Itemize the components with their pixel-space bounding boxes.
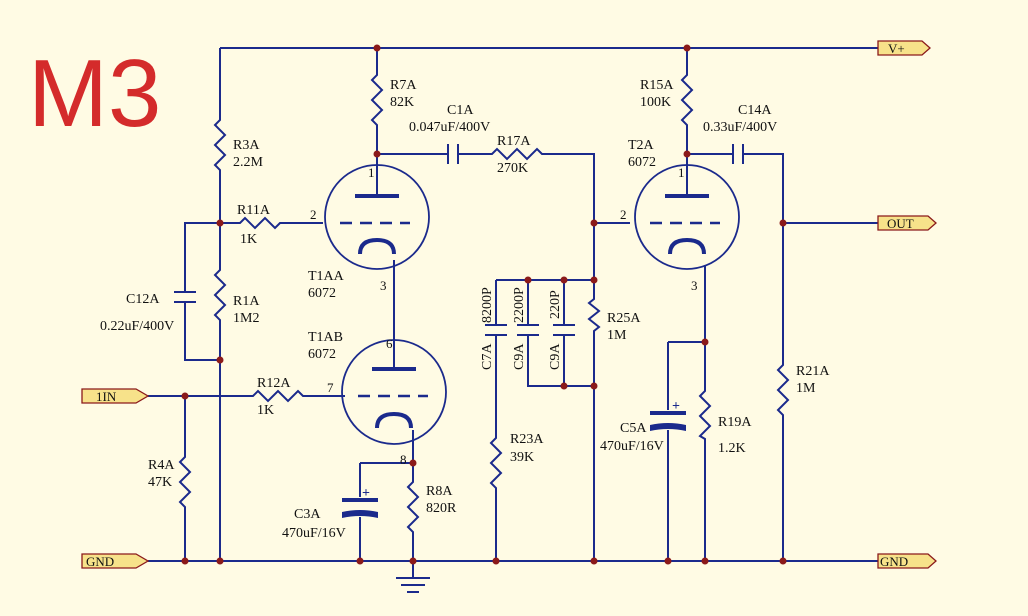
tube-t1aa: 1 2 3 T1AA 6072 — [308, 164, 430, 301]
svg-text:100K: 100K — [640, 95, 671, 110]
svg-text:6072: 6072 — [308, 286, 336, 301]
svg-text:8200P: 8200P — [480, 287, 495, 323]
resistor-r17a: R17A 270K — [486, 134, 550, 176]
resistor-r1a: R1A 1M2 — [213, 266, 260, 326]
svg-text:R8A: R8A — [426, 484, 453, 499]
svg-text:C14A: C14A — [738, 103, 772, 118]
capacitor-c9a-2200p: C9A 2200P — [512, 287, 539, 370]
svg-text:R23A: R23A — [510, 432, 544, 447]
svg-text:1K: 1K — [240, 232, 257, 247]
svg-text:270K: 270K — [497, 161, 528, 176]
svg-text:R11A: R11A — [237, 203, 271, 218]
resistor-r3a: R3A 2.2M — [213, 116, 264, 174]
svg-text:R12A: R12A — [257, 376, 291, 391]
svg-text:0.33uF/400V: 0.33uF/400V — [703, 120, 777, 135]
svg-text:R7A: R7A — [390, 78, 417, 93]
capacitor-c7a: C7A 8200P — [480, 287, 507, 370]
svg-text:C9A: C9A — [512, 343, 527, 370]
svg-text:R4A: R4A — [148, 458, 175, 473]
svg-text:39K: 39K — [510, 450, 534, 465]
svg-text:1K: 1K — [257, 403, 274, 418]
wiring — [148, 47, 878, 593]
capacitor-c14a: C14A 0.33uF/400V — [703, 103, 777, 164]
svg-text:T1AA: T1AA — [308, 269, 345, 284]
port-vplus: V+ — [877, 40, 931, 56]
svg-text:T2A: T2A — [628, 138, 655, 153]
resistor-r7a: R7A 82K — [370, 70, 417, 130]
diagram-title: M3 — [28, 40, 161, 147]
capacitor-c1a: C1A 0.047uF/400V — [409, 103, 490, 164]
svg-text:0.22uF/400V: 0.22uF/400V — [100, 319, 174, 334]
svg-text:2: 2 — [620, 207, 627, 222]
svg-text:6: 6 — [386, 336, 393, 351]
capacitor-c12a: C12A 0.22uF/400V — [100, 291, 196, 334]
svg-text:C7A: C7A — [480, 343, 495, 370]
svg-text:R19A: R19A — [718, 415, 752, 430]
svg-text:R15A: R15A — [640, 78, 674, 93]
svg-text:47K: 47K — [148, 475, 172, 490]
svg-text:1IN: 1IN — [96, 389, 117, 404]
port-in: 1IN — [81, 388, 150, 404]
svg-text:6072: 6072 — [628, 155, 656, 170]
svg-text:T1AB: T1AB — [308, 330, 343, 345]
svg-text:R3A: R3A — [233, 138, 260, 153]
svg-text:8: 8 — [400, 452, 407, 467]
svg-text:C3A: C3A — [294, 507, 321, 522]
resistor-r12a: R12A 1K — [248, 376, 308, 418]
svg-text:0.047uF/400V: 0.047uF/400V — [409, 120, 490, 135]
port-gnd-right: GND — [877, 553, 937, 569]
svg-text:2: 2 — [310, 207, 317, 222]
svg-text:1.2K: 1.2K — [718, 441, 746, 456]
port-out: OUT — [877, 215, 937, 231]
resistor-r21a: R21A 1M — [776, 360, 830, 420]
svg-text:470uF/16V: 470uF/16V — [282, 526, 346, 541]
svg-text:C1A: C1A — [447, 103, 474, 118]
svg-text:R1A: R1A — [233, 294, 260, 309]
svg-text:C12A: C12A — [126, 292, 160, 307]
svg-text:820R: 820R — [426, 501, 457, 516]
svg-text:V+: V+ — [888, 41, 905, 56]
svg-text:R21A: R21A — [796, 364, 830, 379]
svg-text:+: + — [362, 486, 370, 501]
svg-text:82K: 82K — [390, 95, 414, 110]
resistor-r15a: R15A 100K — [640, 70, 694, 130]
svg-text:3: 3 — [380, 278, 387, 293]
svg-text:C9A: C9A — [548, 343, 563, 370]
resistor-r4a: R4A 47K — [148, 452, 192, 512]
svg-text:2200P: 2200P — [512, 287, 527, 323]
junctions — [181, 44, 787, 565]
svg-text:3: 3 — [691, 278, 698, 293]
resistor-r25a: R25A 1M — [587, 295, 641, 343]
svg-text:1M: 1M — [607, 328, 627, 343]
svg-text:GND: GND — [86, 554, 114, 569]
port-gnd-left: GND — [81, 553, 150, 569]
svg-text:1M2: 1M2 — [233, 311, 259, 326]
svg-text:470uF/16V: 470uF/16V — [600, 439, 664, 454]
electrolytic-capacitor-c5a: + C5A 470uF/16V — [600, 399, 686, 454]
svg-text:220P: 220P — [548, 290, 563, 319]
electrolytic-capacitor-c3a: + C3A 470uF/16V — [282, 486, 378, 541]
capacitor-c9a-220p: C9A 220P — [548, 290, 575, 370]
svg-text:C5A: C5A — [620, 421, 647, 436]
resistor-r11a: R11A 1K — [235, 203, 290, 247]
svg-text:2.2M: 2.2M — [233, 155, 264, 170]
svg-text:6072: 6072 — [308, 347, 336, 362]
svg-text:OUT: OUT — [887, 216, 914, 231]
svg-text:R17A: R17A — [497, 134, 531, 149]
svg-text:1: 1 — [368, 165, 375, 180]
resistor-r23a: R23A 39K — [489, 432, 544, 493]
svg-text:1: 1 — [678, 165, 685, 180]
svg-text:1M: 1M — [796, 381, 816, 396]
svg-text:GND: GND — [880, 554, 908, 569]
resistor-r19a: R19A 1.2K — [698, 388, 752, 456]
svg-text:+: + — [672, 399, 680, 414]
resistor-r8a: R8A 820R — [406, 478, 457, 536]
tube-t2a: 1 2 3 T2A 6072 — [620, 138, 740, 293]
tube-t1ab: 6 7 8 T1AB 6072 — [308, 330, 447, 467]
svg-text:R25A: R25A — [607, 311, 641, 326]
svg-text:7: 7 — [327, 380, 334, 395]
